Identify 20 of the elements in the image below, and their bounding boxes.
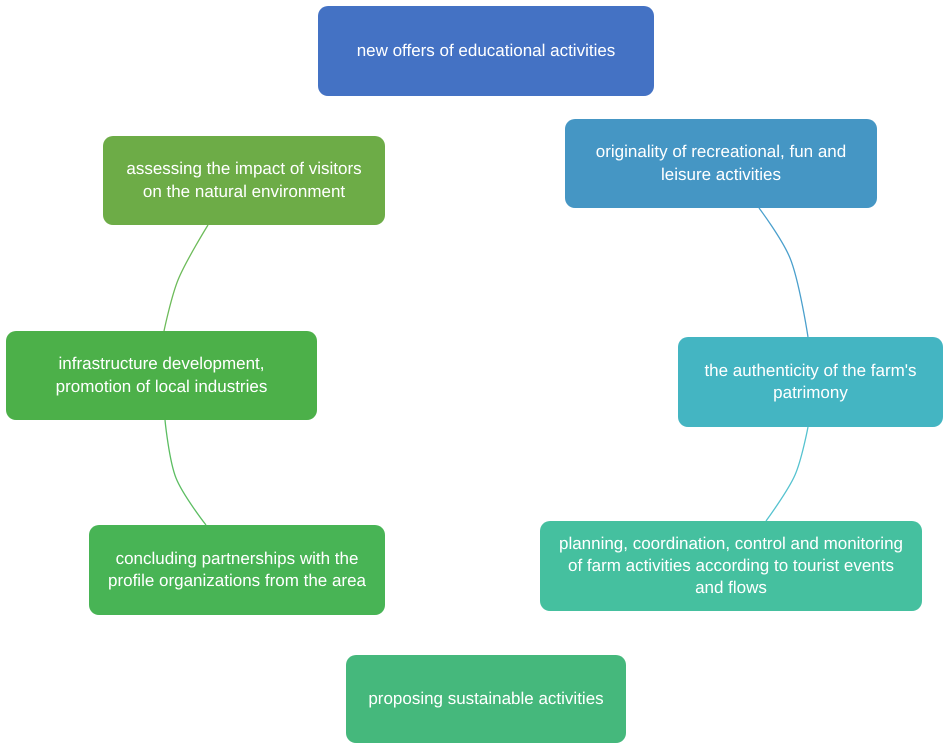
- connector-arc: [758, 208, 809, 338]
- box-text: originality of recreational, fun and leisure activities: [594, 141, 848, 186]
- box-text: infrastructure development, promotion of local industries: [54, 353, 268, 398]
- box-text: the authenticity of the farm's patrimony: [703, 360, 918, 404]
- rounded-box: [540, 521, 922, 611]
- rounded-box: [103, 136, 385, 225]
- connector-arc: [163, 224, 209, 332]
- box-text: new offers of educational activities: [356, 40, 616, 62]
- rounded-box: [678, 337, 943, 427]
- rounded-box: [6, 331, 317, 420]
- rounded-box: [318, 6, 654, 96]
- box-text: planning, coordination, control and monitoring of farm activities according to tourist events and flows: [558, 532, 904, 600]
- connector-arc: [164, 420, 207, 526]
- box-text: assessing the impact of visitors on the natural environment: [125, 158, 363, 202]
- box-text: concluding partnerships with the profile organizations from the area: [107, 548, 367, 592]
- box-text: proposing sustainable activities: [368, 688, 604, 710]
- rounded-box: [89, 525, 385, 615]
- connector-arc: [765, 426, 809, 522]
- rounded-box: [565, 119, 877, 208]
- rounded-box: [346, 655, 626, 743]
